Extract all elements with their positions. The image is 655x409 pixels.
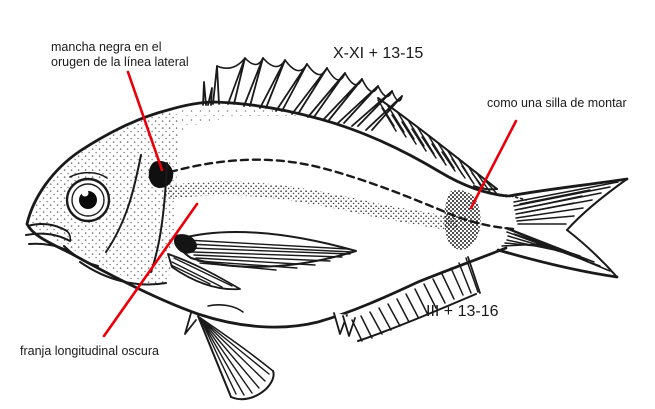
label-anal-fin-formula: III + 13-16 — [426, 303, 499, 320]
label-black-spot-line1: mancha negra en el — [51, 40, 162, 54]
callout-line-stripe — [102, 202, 199, 338]
callout-line-black-spot — [126, 70, 164, 172]
gill-cover-lines — [63, 154, 168, 286]
dorsal-fin-membrane — [216, 57, 403, 102]
anal-fin — [333, 256, 481, 342]
caudal-fin — [496, 177, 629, 279]
label-saddle: como una silla de montar — [487, 96, 627, 110]
mouth — [25, 222, 72, 251]
dorsal-fin-spines — [202, 57, 403, 131]
caudal-fin-rays — [501, 181, 619, 272]
callout-line-saddle — [469, 119, 518, 210]
label-stripe: franja longitudinal oscura — [20, 344, 159, 358]
longitudinal-stripe-marker — [165, 181, 458, 231]
brow-line — [69, 171, 108, 179]
label-dorsal-fin-formula: X-XI + 13-15 — [333, 45, 424, 62]
lateral-line — [168, 158, 516, 231]
fish-drawing — [25, 57, 629, 401]
pectoral-axil-blotch — [173, 234, 197, 254]
pectoral-fin — [167, 231, 357, 291]
label-black-spot: mancha negra en el orugen de la línea la… — [51, 40, 189, 70]
annotation-callout-lines — [102, 70, 518, 338]
pelvic-fin — [184, 304, 275, 401]
label-black-spot-line2: orugen de la línea lateral — [51, 55, 189, 69]
dorsal-fin-soft-rays — [377, 97, 498, 195]
eye — [65, 171, 111, 223]
